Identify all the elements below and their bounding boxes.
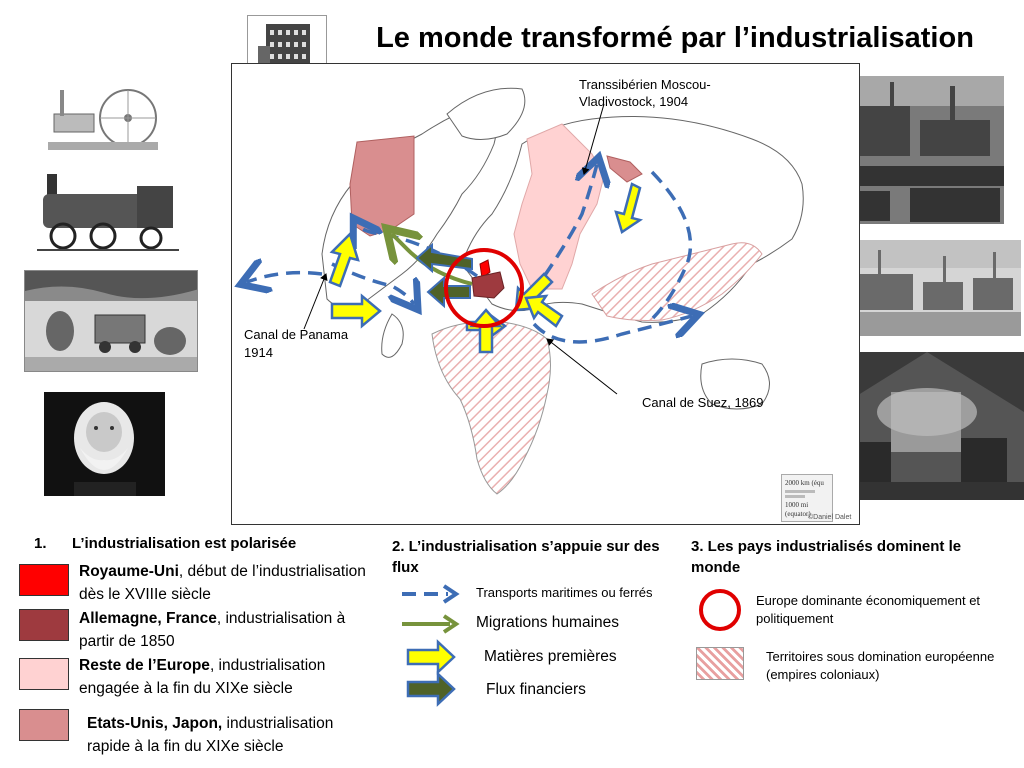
germany-france-region (471, 271, 505, 299)
world-map: Transsibérien Moscou-Vladivostock, 1904 … (231, 63, 860, 525)
migration-arrow-icon (402, 614, 460, 634)
railway-station-painting (831, 352, 1024, 500)
colonial-empires-legend-label: Territoires sous domination européenne (… (766, 649, 995, 682)
germany-france-swatch (19, 609, 69, 641)
section3-title: 3. Les pays industrialisés dominent le m… (691, 538, 962, 576)
rest-europe-legend-rest: , industrialisation engagée à la fin du … (79, 657, 326, 697)
flow-legend-icons (402, 584, 460, 707)
germany-france-legend-text: Allemagne, France, industrialisation à p… (79, 607, 379, 653)
karl-marx-portrait (44, 392, 165, 496)
panama-label-line2: 1914 (244, 345, 273, 360)
europe-dominance-circle (444, 248, 524, 328)
map-credit: ©Daniel Dalet (808, 514, 852, 521)
uk-region (479, 259, 491, 279)
africa-colonies (431, 321, 551, 495)
steam-engine-drawing (40, 80, 160, 158)
raw-materials-legend-label: Matières premières (484, 648, 617, 665)
usa-japan-swatch (19, 709, 69, 741)
route-transsiberian (530, 164, 597, 296)
suez-label: Canal de Suez, 1869 (642, 395, 764, 410)
mine-workers-drawing (24, 270, 198, 372)
scale-line-mi: 1000 mi (equator) (785, 501, 811, 518)
uk-legend-text: Royaume-Uni, début de l’industrialisatio… (79, 560, 379, 606)
section1-number: 1. (34, 535, 47, 552)
panama-label-line1: Canal de Panama (244, 327, 349, 342)
section1-title: L’industrialisation est polarisée (72, 535, 297, 552)
raw-material-arrows (328, 182, 644, 354)
route-pacific (650, 170, 693, 321)
migration-legend-label: Migrations humaines (476, 614, 620, 631)
uk-legend-rest: , début de l’industrialisation dès le XV… (79, 563, 366, 603)
usa-japan-legend-rest: industrialisation rapide à la fin du XIX… (87, 715, 334, 755)
route-suez (532, 316, 692, 344)
europe-dominance-legend-label: Europe dominante économiquement et polit… (756, 593, 981, 626)
route-panama (247, 273, 323, 282)
usa-japan-legend-text: Etats-Unis, Japon, industrialisation rap… (87, 712, 377, 758)
asia-colonies (591, 242, 763, 321)
transport-legend-label: Transports maritimes ou ferrés (476, 585, 653, 600)
germany-france-legend-bold: Allemagne, France (79, 610, 217, 627)
financial-flow-arrow-icon (406, 671, 456, 707)
uk-swatch (19, 564, 69, 596)
raw-materials-arrow-icon (406, 639, 456, 675)
rest-europe-legend-text: Reste de l’Europe, industrialisation eng… (79, 654, 379, 700)
migration-arrow (392, 234, 473, 286)
usa-region (349, 135, 415, 237)
financial-flow-legend-label: Flux financiers (486, 681, 586, 698)
scale-line-km: 2000 km (équ (785, 479, 824, 487)
rest-europe-swatch (19, 658, 69, 690)
transsiberien-label: Transsibérien Moscou-Vladivostock, 1904 (579, 77, 711, 109)
usa-japan-legend-bold: Etats-Unis, Japon, (87, 715, 223, 732)
map-scale: 2000 km (équ 1000 mi (equator) (781, 474, 833, 522)
rest-europe-legend-bold: Reste de l’Europe (79, 657, 210, 674)
locomotive-drawing (33, 168, 183, 260)
page-title: Le monde transformé par l’industrialisat… (376, 22, 974, 54)
colonial-empires-swatch (696, 647, 744, 680)
section2-title: 2. L’industrialisation s’appuie sur des … (392, 538, 660, 576)
germany-france-legend-rest: , industrialisation à partir de 1850 (79, 610, 346, 650)
financial-flow-arrows (415, 242, 473, 309)
transport-dashed-arrow-icon (402, 584, 460, 604)
europe-dominance-icon (699, 589, 741, 631)
uk-legend-bold: Royaume-Uni (79, 563, 179, 580)
